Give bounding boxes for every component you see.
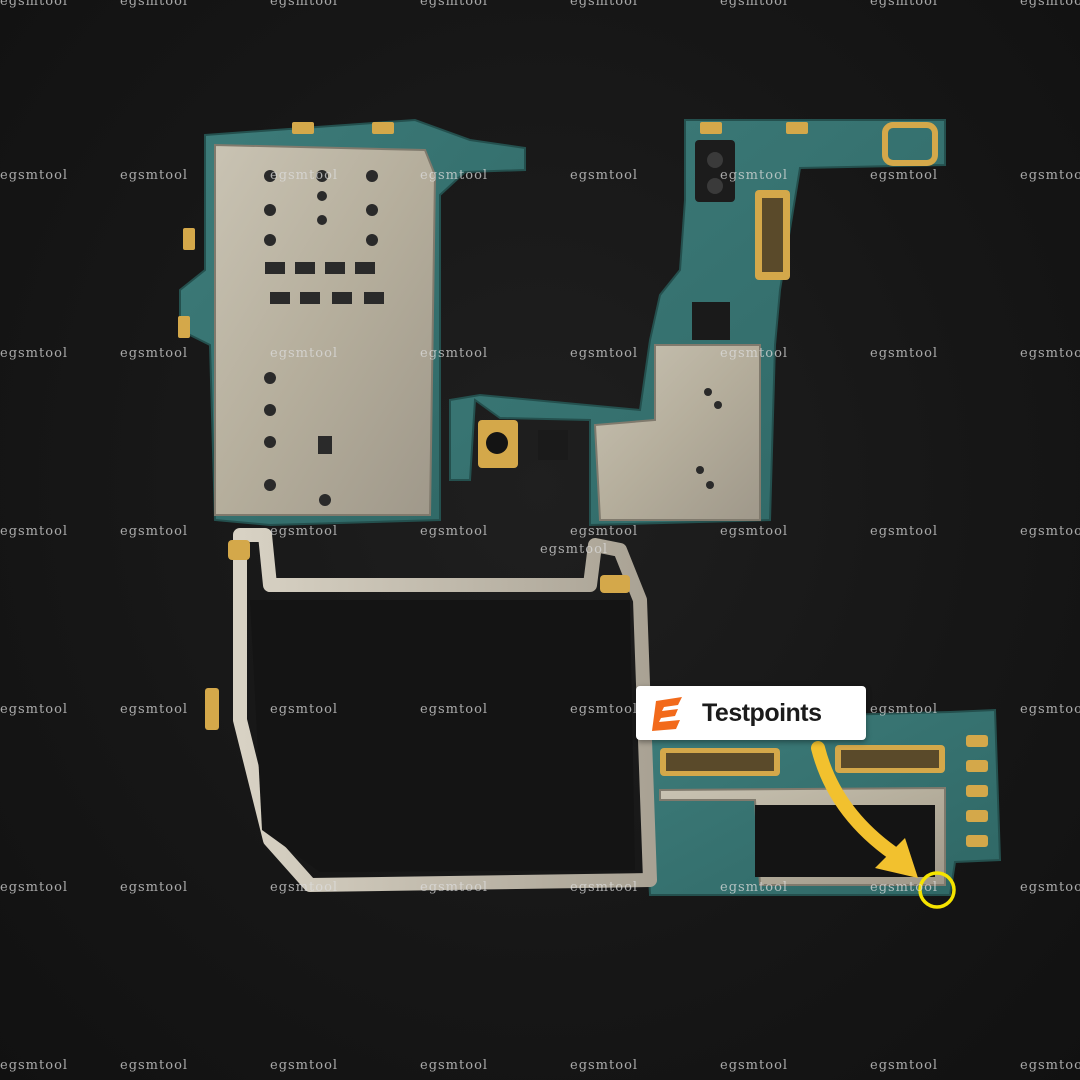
frame-cutout [250, 600, 635, 872]
frame-gold-tabs [205, 540, 630, 730]
testpoint-circle-icon [918, 871, 956, 909]
sensor-module [695, 140, 735, 202]
ic-chip-2 [538, 430, 568, 460]
flex-connectors [660, 190, 945, 776]
sim-tray-holes [264, 170, 722, 506]
rf-shield-upper-right [593, 344, 761, 521]
testpoints-logo-icon [652, 697, 682, 731]
testpoints-badge: Testpoints [636, 686, 866, 740]
gold-pads [178, 122, 988, 847]
curved-arrow-icon [811, 741, 907, 865]
sim-tray-shield [214, 143, 437, 516]
arrow-head-icon [875, 838, 918, 878]
ic-chip-1 [692, 302, 730, 340]
testpoints-label: Testpoints [702, 698, 822, 727]
